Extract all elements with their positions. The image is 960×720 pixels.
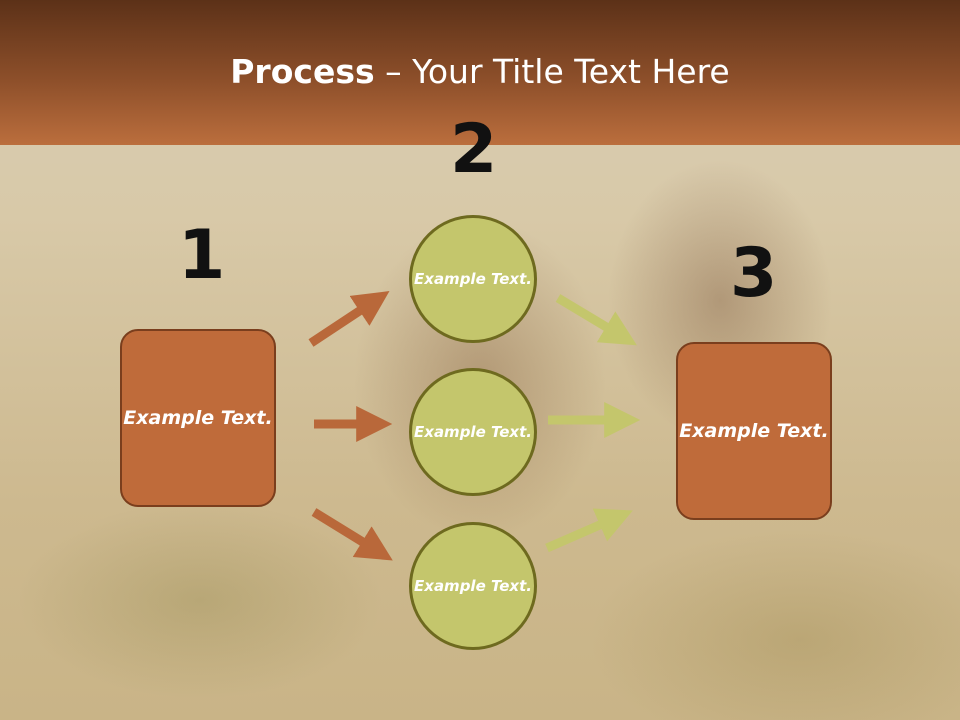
arrow-up-right bbox=[545, 508, 633, 553]
title-rest: – Your Title Text Here bbox=[374, 52, 730, 91]
step-2-circle-2: Example Text. bbox=[409, 368, 537, 496]
step-2-number: 2 bbox=[450, 110, 498, 189]
step-1-label: Example Text. bbox=[123, 406, 273, 429]
title-bold: Process bbox=[230, 52, 375, 91]
step-1-number: 1 bbox=[178, 216, 226, 295]
title-bar: Process – Your Title Text Here bbox=[0, 0, 960, 145]
circle-2-label: Example Text. bbox=[414, 422, 532, 441]
slide-title: Process – Your Title Text Here bbox=[0, 52, 960, 91]
step-3-number: 3 bbox=[730, 234, 778, 313]
arrow-up-left bbox=[308, 291, 390, 347]
step-2-circle-3: Example Text. bbox=[409, 522, 537, 650]
circle-1-label: Example Text. bbox=[414, 269, 532, 288]
step-3-label: Example Text. bbox=[679, 419, 829, 442]
circle-3-label: Example Text. bbox=[414, 576, 532, 595]
step-3-box: Example Text. bbox=[676, 342, 832, 520]
step-1-box: Example Text. bbox=[120, 329, 276, 507]
arrow-down-right bbox=[555, 294, 637, 346]
step-2-circle-1: Example Text. bbox=[409, 215, 537, 343]
arrow-down-left bbox=[311, 508, 393, 561]
